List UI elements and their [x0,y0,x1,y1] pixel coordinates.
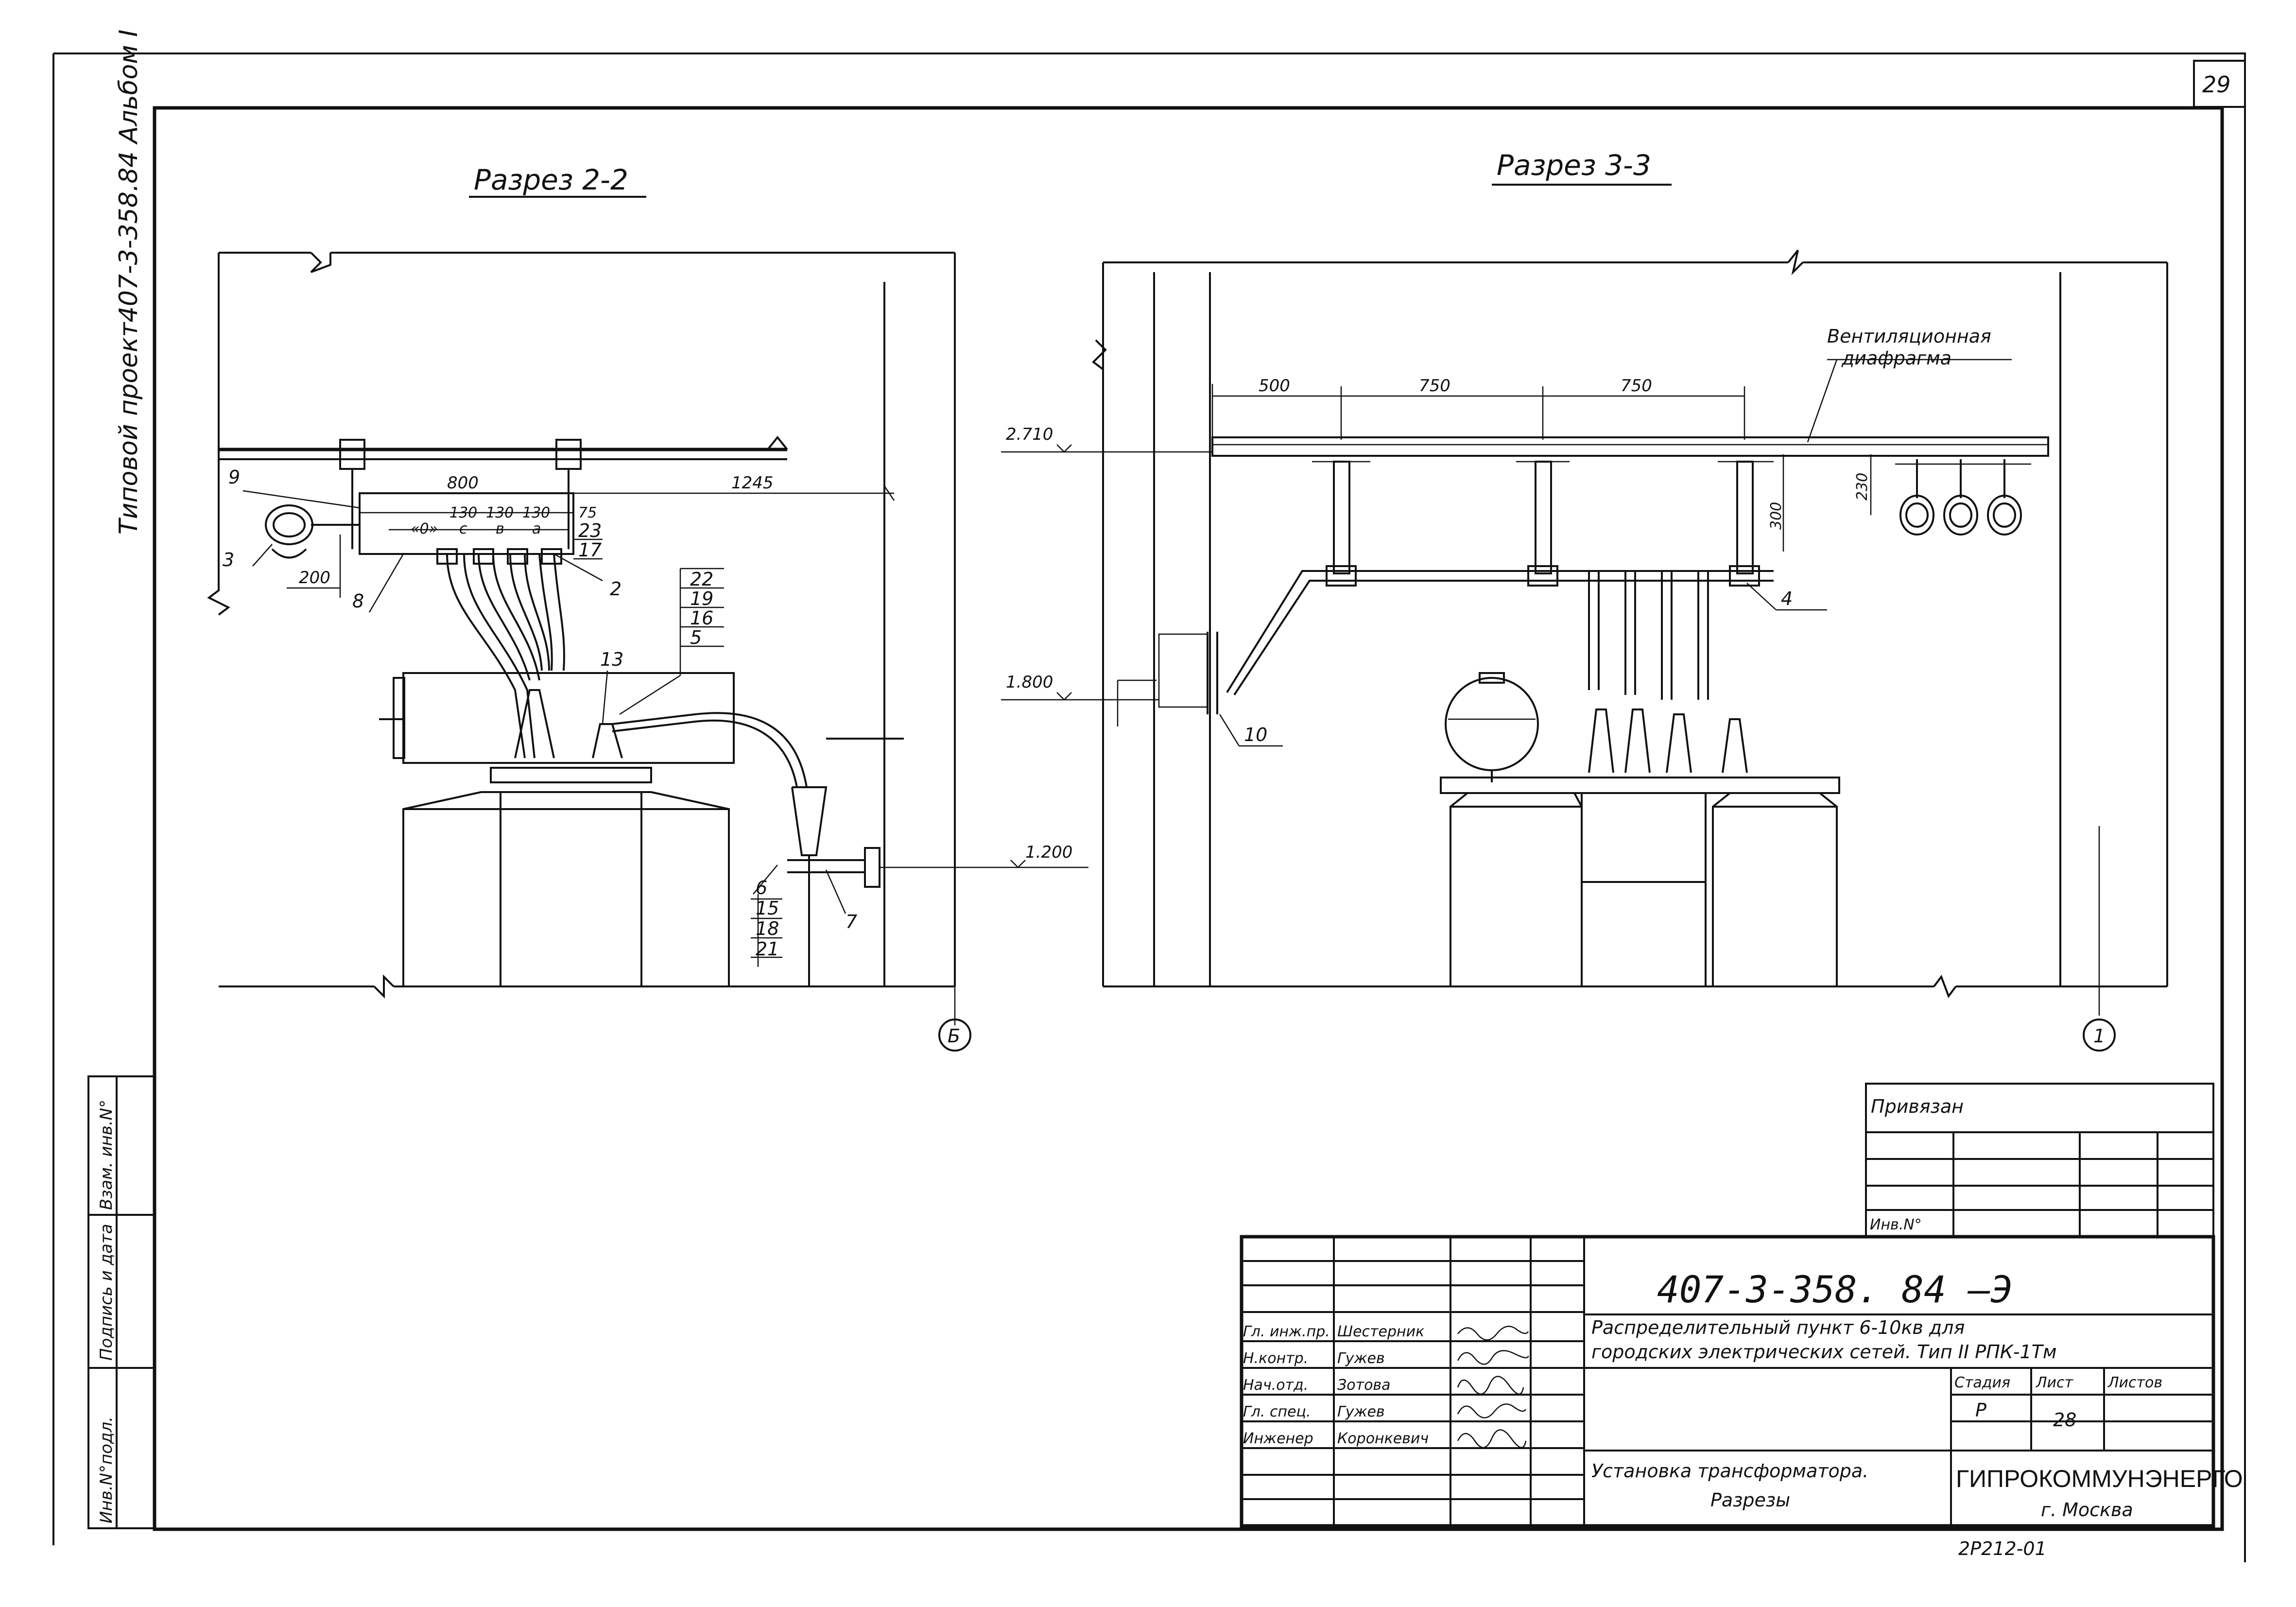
dim-300: 300 [1768,502,1785,530]
callout-3: 3 [223,549,234,570]
callout-2: 2 [610,578,621,600]
project-title-line1: Распределительный пункт 6-10кв для [1591,1317,1965,1338]
callout-8: 8 [352,590,364,612]
side-project-text: Типовой проект407-3-358.84 Альбом I [114,30,143,535]
name-4: Гужев [1337,1403,1385,1420]
dim-75: 75 [578,504,597,521]
callout-23: 23 [578,520,602,541]
strip-inv-podl: Инв.N°подл. [97,1417,116,1523]
name-2: Гужев [1337,1350,1385,1367]
callout-13: 13 [600,649,623,670]
dim-500: 500 [1259,376,1290,396]
name-1: Шестерник [1337,1323,1424,1340]
stage-header: Стадия [1954,1374,2010,1391]
role-4: Гл. спец. [1243,1403,1311,1420]
callout-5: 5 [690,627,702,648]
phase-a-label: a [532,520,541,537]
name-3: Зотова [1337,1377,1390,1394]
level-2710: 2.710 [1006,425,1053,444]
section-2-structure [207,252,1088,1052]
callout-9: 9 [228,467,240,488]
inv-number-label: Инв.N° [1870,1216,1922,1233]
callout-7: 7 [846,911,857,933]
axis-1-label: 1 [2093,1025,2105,1047]
callout-16: 16 [690,607,713,629]
role-5: Инженер [1243,1430,1313,1447]
bottom-code: 2P212-01 [1958,1538,2047,1559]
vent-label-line2: диафрагма [1841,347,1951,369]
dim-200: 200 [299,568,330,588]
strip-signature-date: Подпись и дата [97,1224,116,1361]
drawing-title-line1: Установка трансформатора. [1591,1460,1868,1482]
sheet-header: Лист [2036,1374,2074,1391]
title-block [1240,1235,2215,1528]
section-3-title: Разрез 3-3 [1497,149,1651,182]
left-inventory-strip [87,1075,155,1529]
callout-21: 21 [756,938,779,960]
organization-name: ГИПРОКОММУНЭНЕРГО [1956,1465,2243,1492]
dim-750-2: 750 [1621,376,1652,396]
callout-10: 10 [1244,724,1267,745]
binding-label: Привязан [1871,1096,1964,1117]
callout-22: 22 [690,569,713,590]
outer-frame [52,52,2246,1562]
vent-label-line1: Вентиляционная [1827,326,1991,347]
sheet-value: 28 [2053,1409,2076,1431]
binding-box [1865,1083,2214,1238]
project-title-line2: городских электрических сетей. Тип II РП… [1591,1341,2057,1363]
phase-c-label: c [459,520,467,537]
dim-130-3: 130 [522,504,550,521]
dim-130-2: 130 [486,504,514,521]
axis-b-label: Б [948,1025,960,1047]
sheets-header: Листов [2107,1374,2162,1391]
phase-zero-label: «0» [411,520,438,537]
stage-value: Р [1975,1400,1986,1421]
section-3-structure [1001,249,2168,1052]
dim-750-1: 750 [1419,376,1450,396]
dim-800: 800 [447,473,479,493]
callout-17: 17 [578,539,602,561]
page-number: 29 [2202,71,2231,98]
role-3: Нач.отд. [1243,1377,1308,1394]
document-code: 407-3-358. 84 –Э [1657,1268,2013,1311]
dim-230: 230 [1854,473,1871,501]
callout-15: 15 [756,898,779,919]
callout-4: 4 [1781,588,1793,609]
callout-6: 6 [756,877,767,899]
role-2: Н.контр. [1243,1350,1308,1367]
dim-130-1: 130 [449,504,477,521]
role-1: Гл. инж.пр. [1243,1323,1330,1340]
drawing-title-line2: Разрезы [1710,1489,1790,1511]
strip-vzam-inv: Взам. инв.N° [97,1100,116,1210]
name-5: Коронкевич [1337,1430,1429,1447]
callout-19: 19 [690,588,713,609]
section-2-title: Разрез 2-2 [474,163,628,196]
organization-city: г. Москва [2041,1499,2133,1521]
callout-18: 18 [756,918,779,939]
phase-b-label: в [496,520,504,537]
dim-1245: 1245 [731,473,774,493]
level-1800: 1.800 [1006,673,1053,692]
level-1200: 1.200 [1025,843,1072,862]
